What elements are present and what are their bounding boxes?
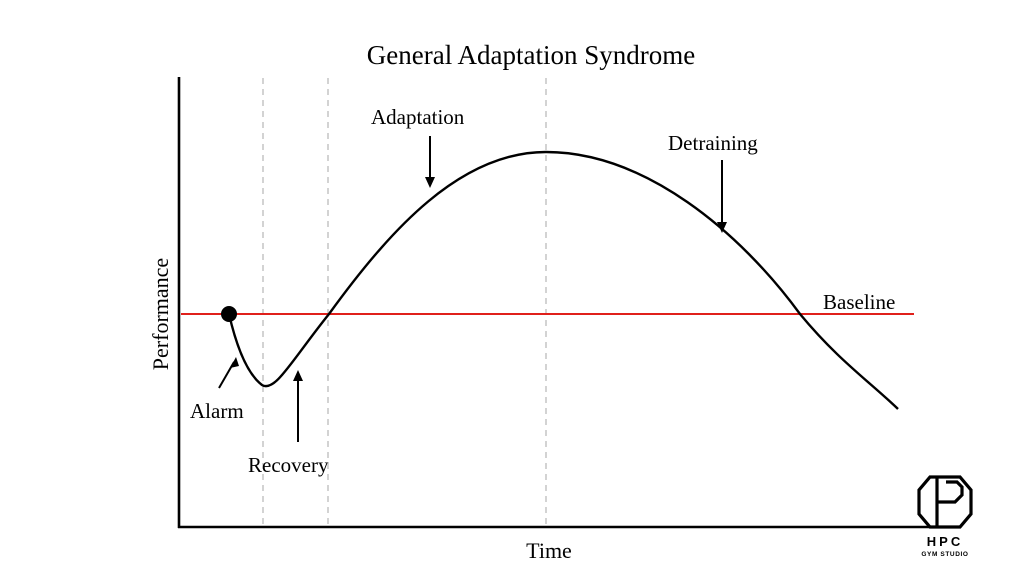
hpc-logo-mark <box>917 475 973 529</box>
alarm-arrow <box>218 357 239 389</box>
annotation-detraining: Detraining <box>668 131 758 155</box>
annotation-alarm: Alarm <box>190 399 244 423</box>
x-axis-label: Time <box>526 538 572 563</box>
detraining-arrow <box>717 160 727 233</box>
chart-title: General Adaptation Syndrome <box>367 40 695 70</box>
performance-curve <box>227 150 899 410</box>
annotation-adaptation: Adaptation <box>371 105 465 129</box>
phase-dividers <box>262 78 547 528</box>
recovery-arrow <box>293 370 303 442</box>
annotation-recovery: Recovery <box>248 453 329 477</box>
curve-start-point <box>221 306 237 322</box>
logo-secondary-text: GYM STUDIO <box>921 551 968 558</box>
logo-primary-text: HPC <box>927 534 963 549</box>
adaptation-arrow <box>425 136 435 188</box>
baseline-label: Baseline <box>823 290 895 314</box>
y-axis-label: Performance <box>148 258 173 370</box>
hpc-logo: HPC GYM STUDIO <box>917 475 973 558</box>
